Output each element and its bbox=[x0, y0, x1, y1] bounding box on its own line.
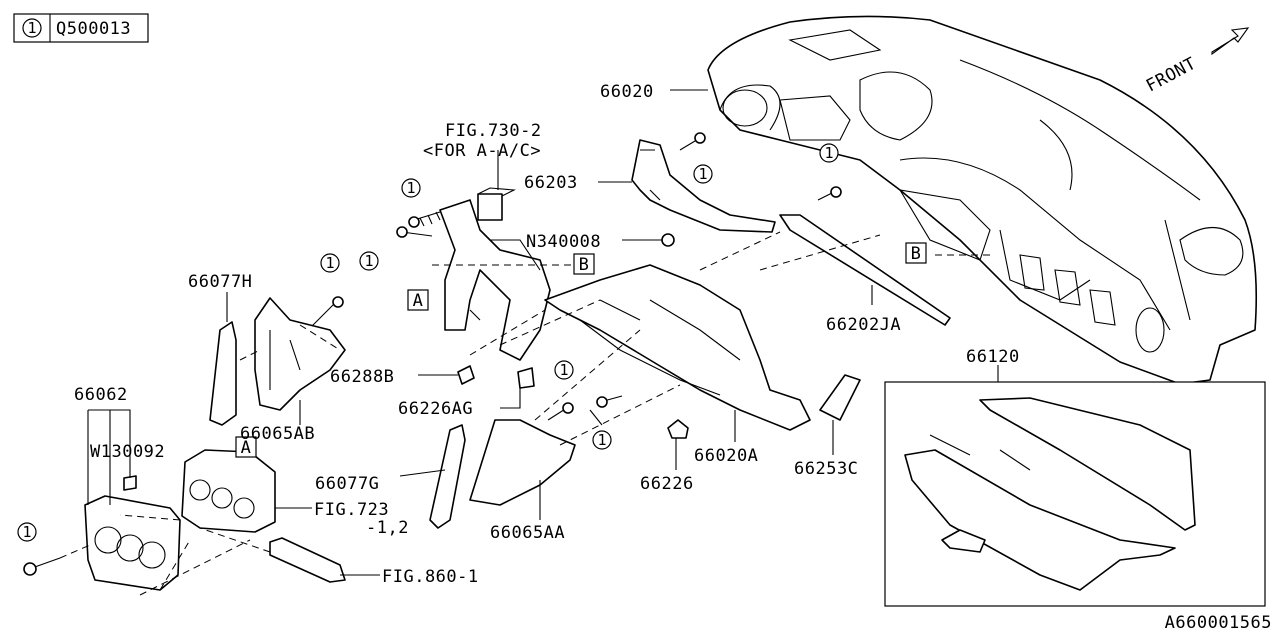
trim-66077h bbox=[209, 321, 237, 426]
label-66203: 66203 bbox=[524, 173, 578, 193]
label-66020: 66020 bbox=[600, 82, 654, 102]
qty-marker: 1 bbox=[320, 253, 340, 273]
svg-text:1: 1 bbox=[597, 431, 606, 449]
label-66120: 66120 bbox=[966, 347, 1020, 367]
label-66062: 66062 bbox=[74, 385, 128, 405]
diagram-id: A660001565 bbox=[1165, 613, 1272, 633]
ref-marker-b-2: B bbox=[905, 242, 927, 264]
svg-text:1: 1 bbox=[698, 165, 707, 183]
label-fig730: FIG.730-2 bbox=[445, 121, 542, 141]
svg-text:A: A bbox=[241, 438, 252, 458]
qty-marker: 1 bbox=[359, 251, 379, 271]
label-66288b: 66288B bbox=[330, 367, 394, 387]
bar-66202ja bbox=[779, 214, 951, 326]
svg-text:1: 1 bbox=[559, 361, 568, 379]
ref-marker-a-1: A bbox=[407, 289, 429, 311]
label-66226: 66226 bbox=[640, 474, 694, 494]
bracket-66203 bbox=[631, 139, 776, 233]
label-fig723-sub: -1,2 bbox=[366, 518, 409, 538]
svg-text:B: B bbox=[579, 255, 590, 275]
panel-66065ab bbox=[254, 297, 346, 411]
qty-marker: 1 bbox=[401, 178, 421, 198]
label-66202ja: 66202JA bbox=[826, 315, 901, 335]
ref-marker-b-1: B bbox=[573, 253, 595, 275]
label-fig723: FIG.723 bbox=[314, 500, 389, 520]
legend-marker: 1 bbox=[27, 19, 36, 37]
bezel-66062 bbox=[84, 495, 181, 591]
label-n340008: N340008 bbox=[526, 232, 601, 252]
dashed-guides bbox=[59, 231, 990, 596]
part-66253c bbox=[819, 374, 861, 421]
legend-code: Q500013 bbox=[56, 19, 131, 39]
svg-text:1: 1 bbox=[364, 252, 373, 270]
svg-text:1: 1 bbox=[406, 179, 415, 197]
label-w130092: W130092 bbox=[90, 442, 165, 462]
front-label: FRONT bbox=[1143, 54, 1200, 97]
qty-marker: 1 bbox=[592, 430, 612, 450]
qty-marker: 1 bbox=[693, 164, 713, 184]
label-for-aac: <FOR A-A/C> bbox=[423, 141, 541, 161]
ref-marker-a-2: A bbox=[235, 436, 257, 458]
screw-fasteners bbox=[23, 132, 842, 576]
legend-box: 1 Q500013 bbox=[13, 13, 149, 43]
front-arrow: FRONT bbox=[1143, 27, 1250, 97]
label-66077g: 66077G bbox=[315, 474, 379, 494]
label-66253c: 66253C bbox=[794, 459, 858, 479]
qty-marker: 1 bbox=[554, 360, 574, 380]
center-beam-66020a bbox=[544, 264, 811, 431]
svg-text:1: 1 bbox=[824, 144, 833, 162]
leader-lines bbox=[87, 89, 999, 576]
svg-text:A: A bbox=[413, 291, 424, 311]
qty-marker: 1 bbox=[17, 522, 37, 542]
label-66077h: 66077H bbox=[188, 272, 252, 292]
svg-text:1: 1 bbox=[325, 254, 334, 272]
panel-66065aa bbox=[469, 419, 576, 506]
label-66065aa: 66065AA bbox=[490, 523, 565, 543]
qty-marker: 1 bbox=[819, 143, 839, 163]
glovebox-inset bbox=[884, 381, 1266, 607]
label-66020a: 66020A bbox=[694, 446, 758, 466]
label-66226ag: 66226AG bbox=[398, 399, 473, 419]
svg-text:B: B bbox=[911, 244, 922, 264]
dashboard-panel bbox=[707, 15, 1258, 385]
label-fig860: FIG.860-1 bbox=[382, 567, 479, 587]
strip-fig860 bbox=[269, 537, 346, 583]
center-support-bracket bbox=[439, 187, 551, 361]
label-66065ab: 66065AB bbox=[240, 424, 315, 444]
svg-text:1: 1 bbox=[22, 523, 31, 541]
climate-control-unit bbox=[181, 449, 276, 533]
trim-66077g bbox=[429, 424, 466, 529]
